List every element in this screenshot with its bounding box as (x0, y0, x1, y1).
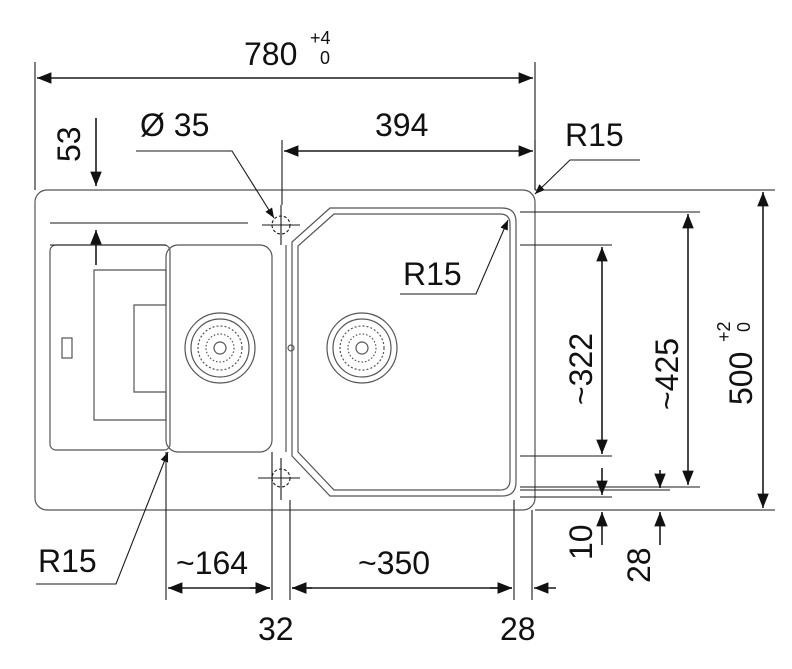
main-bowl (291, 207, 517, 497)
tap-hole-bottom-icon (258, 458, 300, 500)
inner-depth-small-label: ~322 (563, 333, 599, 405)
radius-label-top-right: R15 (565, 117, 624, 153)
overall-depth-label: 500 (723, 352, 759, 405)
overall-depth-tol-minus: 0 (734, 322, 754, 332)
main-bowl-width-label: 394 (375, 107, 428, 143)
inner-depth-main-label: ~425 (649, 338, 685, 410)
radius-label-small-bowl: R15 (38, 543, 97, 579)
small-bowl-drain-icon (184, 312, 256, 384)
main-bowl-drain-icon (326, 312, 398, 384)
small-bowl-width-label: ~164 (176, 545, 248, 581)
tap-hole-diameter-label: Ø 35 (140, 107, 209, 143)
spacing-28-label: 28 (500, 611, 536, 647)
offset-10-label: 10 (563, 524, 599, 560)
overall-depth-tol-plus: +2 (714, 321, 734, 342)
drainer-area (49, 244, 171, 451)
main-bowl-inner-width-label: ~350 (358, 545, 430, 581)
radius-label-main-bowl: R15 (403, 256, 462, 292)
offset-28-label: 28 (621, 547, 657, 583)
tap-hole-top-icon (262, 205, 300, 245)
sink-outline (34, 189, 536, 511)
overall-width-tol-minus: 0 (320, 48, 330, 68)
edge-offset-top-label: 53 (51, 126, 87, 162)
spacing-32-label: 32 (258, 611, 294, 647)
overall-width-tol-plus: +4 (310, 28, 331, 48)
overall-width-label: 780 (244, 36, 297, 72)
small-bowl (165, 244, 273, 453)
